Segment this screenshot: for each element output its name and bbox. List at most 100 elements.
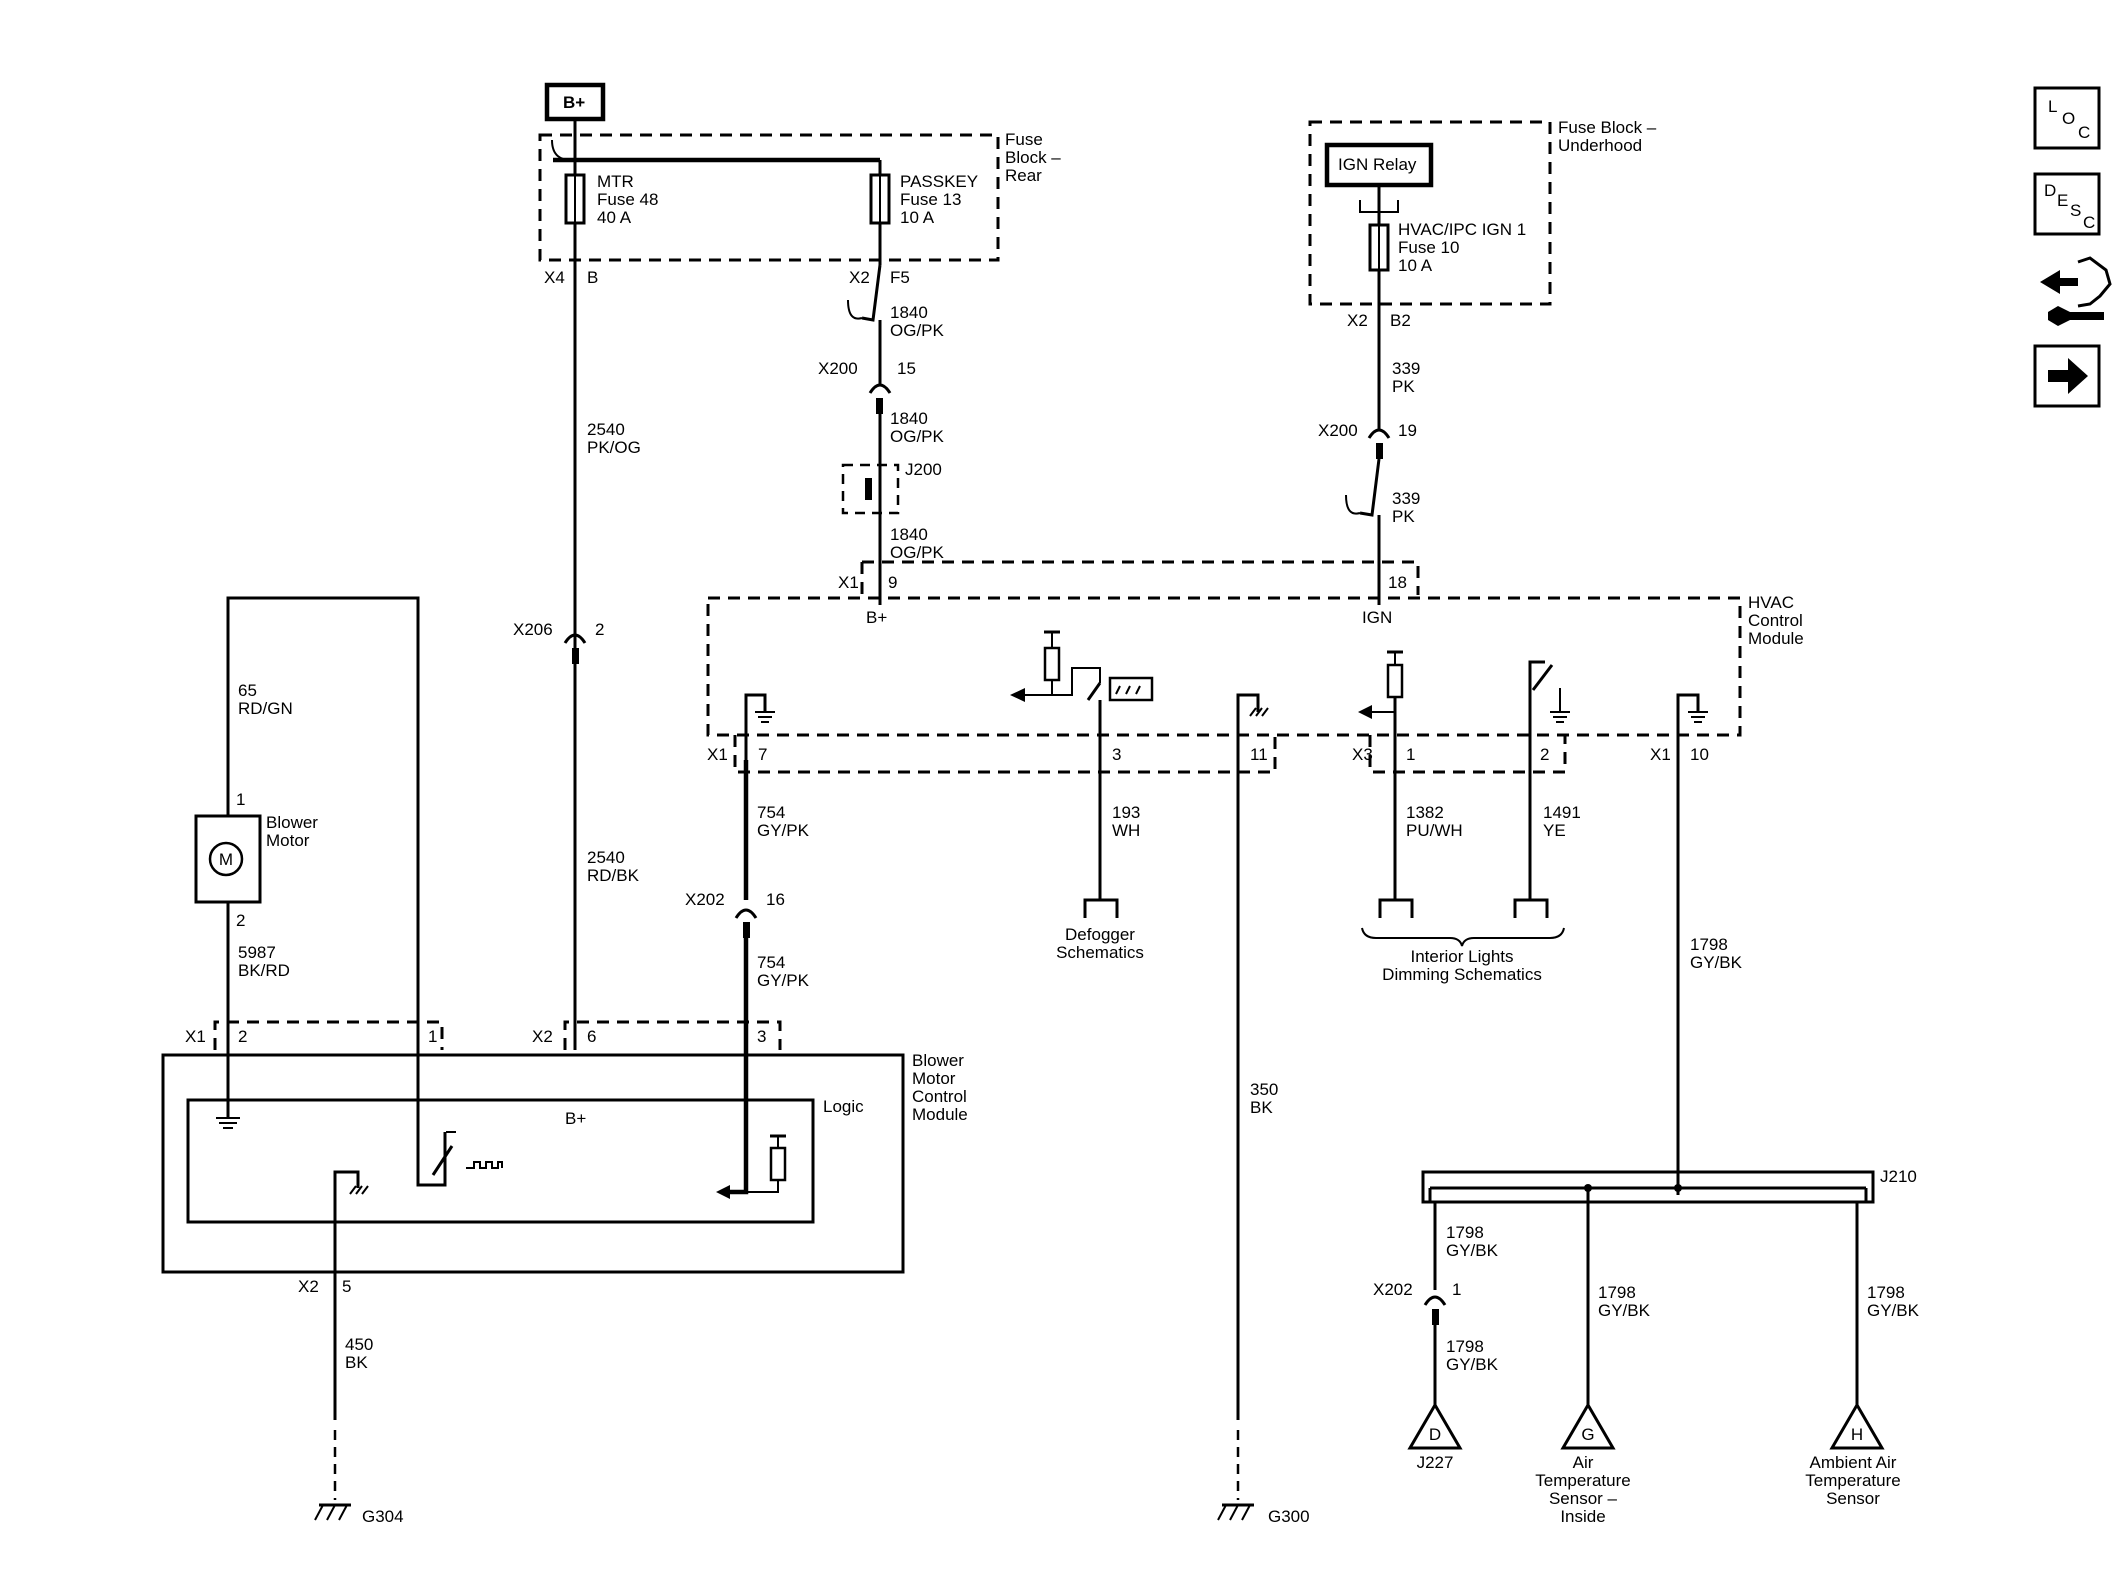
wire-1798-a-circuit: 1798 bbox=[1690, 935, 1728, 954]
passkey-fuse-rating: 10 A bbox=[900, 208, 935, 227]
ambient-temp-2: Temperature bbox=[1805, 1471, 1900, 1490]
hvac-ign-label: IGN bbox=[1362, 608, 1392, 627]
loc-button[interactable]: L O C bbox=[2033, 86, 2101, 150]
interior-lights-ref-1: Interior Lights bbox=[1411, 947, 1514, 966]
wire-1798-a-color: GY/BK bbox=[1690, 953, 1743, 972]
bmcm-title-1: Blower bbox=[912, 1051, 964, 1070]
blower-motor-symbol: M bbox=[219, 850, 233, 869]
wire-1840-c-color: OG/PK bbox=[890, 543, 945, 562]
bplus-source-label: B+ bbox=[563, 93, 585, 112]
wire-350-color: BK bbox=[1250, 1098, 1273, 1117]
ground-g304: G304 bbox=[362, 1507, 404, 1526]
mtr-fuse-name: MTR bbox=[597, 172, 634, 191]
connector-h-label: H bbox=[1851, 1425, 1863, 1444]
loc-letter-o: O bbox=[2062, 109, 2075, 128]
wire-5987-circuit: 5987 bbox=[238, 943, 276, 962]
pin-hvac-7: 7 bbox=[758, 745, 767, 764]
bmcm-logic-block bbox=[186, 1098, 815, 1224]
splice-j210: J210 bbox=[1880, 1167, 1917, 1186]
pin-b: B bbox=[587, 268, 598, 287]
pin-hvac-x3-1: 1 bbox=[1406, 745, 1415, 764]
hvac-title-2: Control bbox=[1748, 611, 1803, 630]
wire-450-circuit: 450 bbox=[345, 1335, 373, 1354]
wire-1840-b-circuit: 1840 bbox=[890, 409, 928, 428]
wire-339-a-circuit: 339 bbox=[1392, 359, 1420, 378]
fuse-block-underhood-title-1: Fuse Block – bbox=[1558, 118, 1657, 137]
wire-1798-d-circuit: 1798 bbox=[1446, 1223, 1484, 1242]
conn-x202-b: X202 bbox=[1373, 1280, 1413, 1299]
wire-339-b-circuit: 339 bbox=[1392, 489, 1420, 508]
bmcm-title-3: Control bbox=[912, 1087, 967, 1106]
pin-b2: B2 bbox=[1390, 311, 1411, 330]
wire-1798-h-circuit: 1798 bbox=[1867, 1283, 1905, 1302]
conn-bmcm-x1: X1 bbox=[185, 1027, 206, 1046]
wire-754-a-circuit: 754 bbox=[757, 803, 785, 822]
pin-bmcm-x2-3: 3 bbox=[757, 1027, 766, 1046]
pin-bmcm-x2-5: 5 bbox=[342, 1277, 351, 1296]
conn-x200-a: X200 bbox=[818, 359, 858, 378]
wire-2540-circuit: 2540 bbox=[587, 420, 625, 439]
wire-2540b-circuit: 2540 bbox=[587, 848, 625, 867]
hvac-control-module bbox=[706, 596, 1742, 737]
bmcm-title-2: Motor bbox=[912, 1069, 956, 1088]
air-temp-inside-4: Inside bbox=[1560, 1507, 1605, 1526]
conn-bmcm-x2-bottom: X2 bbox=[298, 1277, 319, 1296]
blower-motor-label-2: Motor bbox=[266, 831, 310, 850]
conn-x206-pin: 2 bbox=[595, 620, 604, 639]
splice-j200: J200 bbox=[905, 460, 942, 479]
pin-hvac-11: 11 bbox=[1250, 745, 1268, 764]
wire-1798-g-color: GY/BK bbox=[1598, 1301, 1651, 1320]
next-arrow-button[interactable] bbox=[2033, 344, 2101, 408]
ambient-temp-1: Ambient Air bbox=[1810, 1453, 1897, 1472]
fuse-block-underhood bbox=[1308, 120, 1552, 306]
desc-button[interactable]: D E S C bbox=[2033, 172, 2101, 236]
blower-motor-control-module bbox=[161, 1053, 905, 1274]
conn-x202-a: X202 bbox=[685, 890, 725, 909]
pin-underhood-x2: X2 bbox=[1347, 311, 1368, 330]
wire-193-circuit: 193 bbox=[1112, 803, 1140, 822]
blower-motor-pin-2: 2 bbox=[236, 911, 245, 930]
conn-hvac-x1-top: X1 bbox=[838, 573, 859, 592]
fuse-block-underhood-title-2: Underhood bbox=[1558, 136, 1642, 155]
conn-x202-pin-1: 1 bbox=[1452, 1280, 1461, 1299]
connector-d-triangle bbox=[1407, 1402, 1463, 1450]
conn-x206: X206 bbox=[513, 620, 553, 639]
hvac-title-1: HVAC bbox=[1748, 593, 1794, 612]
hvac-fuse-name: HVAC/IPC IGN 1 bbox=[1398, 220, 1526, 239]
pin-f5: F5 bbox=[890, 268, 910, 287]
bmcm-bplus-label: B+ bbox=[565, 1109, 586, 1128]
blower-motor-pin-1: 1 bbox=[236, 790, 245, 809]
air-temp-inside-1: Air bbox=[1573, 1453, 1594, 1472]
pin-hvac-x3-2: 2 bbox=[1540, 745, 1549, 764]
hvac-fuse-rating: 10 A bbox=[1398, 256, 1433, 275]
conn-x200-b: X200 bbox=[1318, 421, 1358, 440]
wire-5987-color: BK/RD bbox=[238, 961, 290, 980]
j210-splice-bar bbox=[1421, 1170, 1875, 1204]
ign-relay-box bbox=[1324, 142, 1434, 188]
defogger-ref-1: Defogger bbox=[1065, 925, 1135, 944]
conn-x202-pin-16: 16 bbox=[766, 890, 785, 909]
fuse-block-rear-title-1: Fuse bbox=[1005, 130, 1043, 149]
bmcm-logic-label: Logic bbox=[823, 1097, 864, 1116]
air-temp-inside-2: Temperature bbox=[1535, 1471, 1630, 1490]
conn-x200-pin-15: 15 bbox=[897, 359, 916, 378]
ambient-temp-3: Sensor bbox=[1826, 1489, 1880, 1508]
wire-1840-a-circuit: 1840 bbox=[890, 303, 928, 322]
pin-hvac-10: 10 bbox=[1690, 745, 1709, 764]
wire-350-circuit: 350 bbox=[1250, 1080, 1278, 1099]
wire-339-b-color: PK bbox=[1392, 507, 1415, 526]
desc-letter-c: C bbox=[2083, 213, 2095, 232]
conn-j227: J227 bbox=[1417, 1453, 1454, 1472]
connector-g-label: G bbox=[1581, 1425, 1594, 1444]
wire-1840-a-color: OG/PK bbox=[890, 321, 945, 340]
pin-x2-f5-connector: X2 bbox=[849, 268, 870, 287]
fuse-block-rear-title-3: Rear bbox=[1005, 166, 1042, 185]
connector-view-icon[interactable] bbox=[2040, 256, 2112, 326]
wire-754-b-circuit: 754 bbox=[757, 953, 785, 972]
wire-754-b-color: GY/PK bbox=[757, 971, 810, 990]
wire-1840-c-circuit: 1840 bbox=[890, 525, 928, 544]
hvac-bplus-label: B+ bbox=[866, 608, 887, 627]
wire-339-a-color: PK bbox=[1392, 377, 1415, 396]
fuse-block-rear-title-2: Block – bbox=[1005, 148, 1061, 167]
